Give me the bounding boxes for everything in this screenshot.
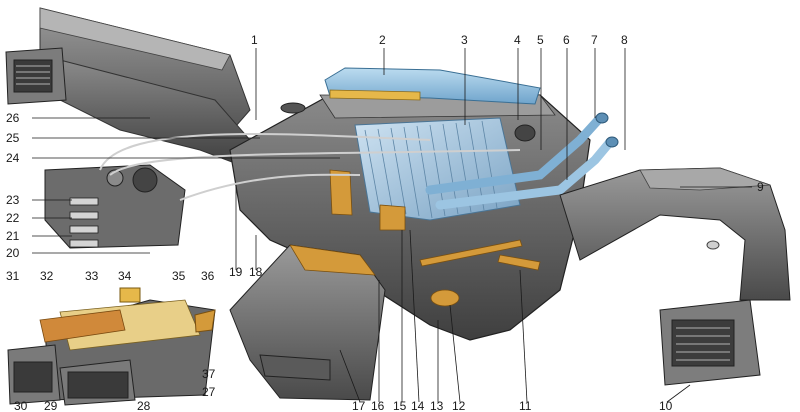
callout-18: 18 bbox=[249, 265, 263, 279]
callout-17: 17 bbox=[352, 399, 366, 412]
callout-5: 5 bbox=[537, 33, 544, 47]
callout-6: 6 bbox=[563, 33, 570, 47]
callout-22: 22 bbox=[6, 211, 20, 225]
callout-7: 7 bbox=[591, 33, 598, 47]
callout-9: 9 bbox=[757, 180, 764, 194]
left-vent-nozzle bbox=[5, 47, 67, 105]
callout-33: 33 bbox=[85, 269, 99, 283]
callout-29: 29 bbox=[44, 399, 58, 412]
callout-30: 30 bbox=[14, 399, 28, 412]
callout-28: 28 bbox=[137, 399, 151, 412]
top-bracket bbox=[324, 67, 541, 105]
callout-10: 10 bbox=[659, 399, 673, 412]
callout-25: 25 bbox=[6, 131, 20, 145]
right-vent-nozzle bbox=[659, 299, 761, 386]
callout-12: 12 bbox=[452, 399, 466, 412]
callout-13: 13 bbox=[430, 399, 444, 412]
callout-26: 26 bbox=[6, 111, 20, 125]
callout-19: 19 bbox=[229, 265, 243, 279]
floor-duct bbox=[229, 244, 386, 401]
callout-34: 34 bbox=[118, 269, 132, 283]
coolant-pipes bbox=[425, 112, 619, 210]
callout-14: 14 bbox=[411, 399, 425, 412]
callout-23: 23 bbox=[6, 193, 20, 207]
callout-11: 11 bbox=[519, 399, 532, 412]
control-linkages bbox=[329, 169, 541, 307]
callout-27: 27 bbox=[202, 385, 216, 399]
callout-8: 8 bbox=[621, 33, 628, 47]
control-cables bbox=[99, 133, 521, 201]
callout-24: 24 bbox=[6, 151, 20, 165]
cutaway-vent-assembly bbox=[7, 287, 216, 406]
callout-35: 35 bbox=[172, 269, 186, 283]
callout-37: 37 bbox=[202, 367, 216, 381]
callout-4: 4 bbox=[514, 33, 521, 47]
callout-1: 1 bbox=[251, 33, 258, 47]
right-duct bbox=[559, 167, 791, 301]
callout-32: 32 bbox=[40, 269, 54, 283]
control-unit bbox=[44, 164, 186, 249]
callout-2: 2 bbox=[379, 33, 386, 47]
callout-15: 15 bbox=[393, 399, 407, 412]
callout-3: 3 bbox=[461, 33, 468, 47]
callout-36: 36 bbox=[201, 269, 215, 283]
callout-labels: 1 2 3 4 5 6 7 8 26 25 24 23 22 21 20 31 … bbox=[6, 33, 764, 412]
callout-31: 31 bbox=[6, 269, 20, 283]
callout-21: 21 bbox=[6, 229, 20, 243]
heater-core bbox=[354, 117, 521, 221]
callout-16: 16 bbox=[371, 399, 385, 412]
callout-20: 20 bbox=[6, 246, 20, 260]
leader-lines bbox=[32, 48, 752, 403]
